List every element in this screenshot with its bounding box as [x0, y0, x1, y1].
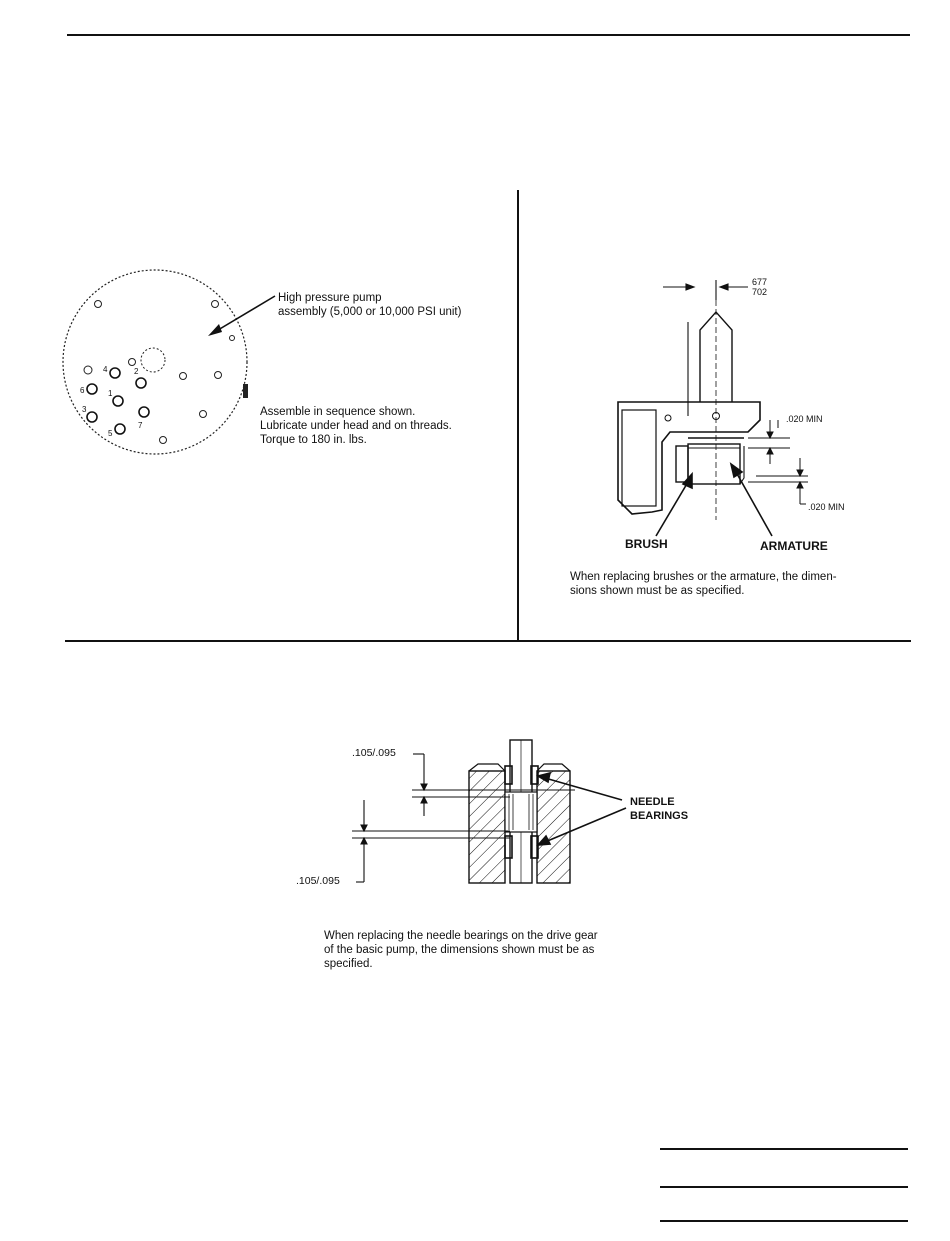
pump-head-outline	[62, 269, 248, 455]
brush-leader	[655, 481, 689, 537]
bolt-6	[86, 383, 98, 395]
bolt-number-2: 2	[134, 367, 139, 376]
dim-upper-bearing: .105/.095	[352, 747, 396, 759]
housing-right	[536, 770, 571, 884]
pump-instructions: Assemble in sequence shown. Lubricate un…	[260, 406, 452, 446]
bolt-number-3: 3	[82, 405, 87, 414]
pump-callout-arrowhead	[208, 324, 222, 336]
bolt-holes	[83, 300, 235, 444]
bolt-1	[112, 395, 124, 407]
pump-callout-label: High pressure pump assembly (5,000 or 10…	[278, 292, 462, 318]
housing-left	[468, 770, 506, 884]
pump-callout-leader	[212, 295, 276, 334]
bolt-number-5: 5	[108, 429, 113, 438]
brush-label: BRUSH	[625, 537, 668, 551]
needle-bearings-label: NEEDLE BEARINGS	[630, 796, 689, 822]
dim-lower-bearing: .105/.095	[296, 875, 340, 887]
bolt-2	[135, 377, 147, 389]
bolt-5	[114, 423, 126, 435]
bolt-7	[138, 406, 150, 418]
footer-rule-2	[660, 1186, 908, 1188]
section-divider-horizontal	[65, 640, 911, 642]
bearing-caption: When replacing the needle bearings on th…	[324, 930, 598, 970]
motor-caption: When replacing brushes or the armature, …	[570, 571, 837, 597]
needle-bearings	[504, 765, 539, 859]
armature-label: ARMATURE	[760, 539, 828, 553]
bolt-3	[86, 411, 98, 423]
pump-head-tab	[243, 384, 248, 398]
bolt-number-1: 1	[108, 389, 113, 398]
armature-leader	[735, 471, 773, 537]
bolt-number-7: 7	[138, 421, 143, 430]
dim-gap-lower: .020 MIN	[808, 502, 845, 512]
numbered-bolts	[86, 367, 150, 435]
footer-rule-3	[660, 1220, 908, 1222]
dim-top-lower: 702	[752, 287, 768, 297]
bolt-number-4: 4	[103, 365, 108, 374]
brush-block	[675, 445, 689, 483]
dim-top-upper: 677	[752, 277, 768, 287]
section-divider-vertical	[517, 190, 519, 641]
motor-housing	[617, 401, 761, 515]
dim-gap-upper: .020 MIN	[786, 414, 823, 424]
bolt-4	[109, 367, 121, 379]
bolt-number-6: 6	[80, 386, 85, 395]
footer-rule-1	[660, 1148, 908, 1150]
header-rule	[67, 34, 910, 36]
